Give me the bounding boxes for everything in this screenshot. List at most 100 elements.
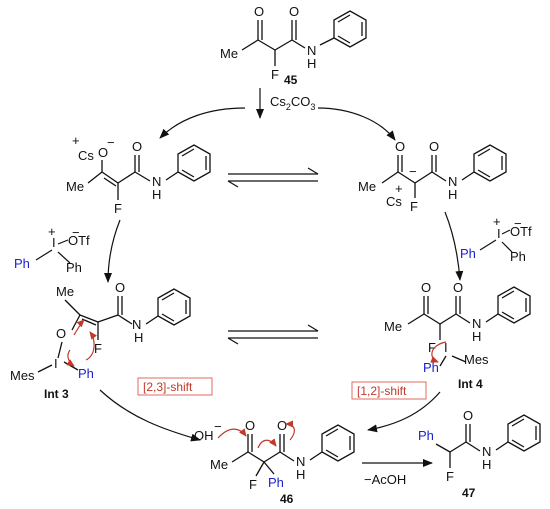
oxygen-atom: O xyxy=(115,280,125,295)
compound-45-atoms: O O Me F N H 45 xyxy=(220,4,316,87)
int4-curved-arrow xyxy=(430,341,447,363)
methyl-label: Me xyxy=(384,319,402,334)
cesium-label: Cs xyxy=(78,148,94,163)
oxygen-atom: O xyxy=(245,418,255,433)
enolate xyxy=(87,144,211,200)
oxygen-atom: O xyxy=(463,408,473,423)
minus-charge: − xyxy=(72,225,80,240)
compound-46 xyxy=(231,424,355,477)
intermediate-4 xyxy=(407,286,531,367)
fluorine-atom: F xyxy=(271,67,279,82)
arrow-carbanion-to-int4 xyxy=(444,211,464,281)
phenyl-label: Ph xyxy=(460,246,476,261)
compound-47 xyxy=(435,414,541,468)
oxygen-atom: O xyxy=(277,418,287,433)
arrow-to-enolate xyxy=(159,107,246,139)
phenyl-label: Ph xyxy=(268,475,284,490)
svg-text:[2,3]-shift: [2,3]-shift xyxy=(143,380,193,394)
plus-charge: + xyxy=(48,224,56,239)
triflate-label: OTf xyxy=(68,233,90,248)
fluorine-atom: F xyxy=(94,341,102,356)
compound-label-47: 47 xyxy=(462,486,476,500)
hydrogen-atom: H xyxy=(472,329,481,344)
oxygen-atom: O xyxy=(56,326,66,341)
int3-curved-arrows xyxy=(66,319,97,367)
nitrogen-atom: N xyxy=(307,43,316,58)
hydrogen-atom: H xyxy=(134,330,143,345)
fluorine-atom: F xyxy=(428,340,436,355)
svg-text:OH: OH xyxy=(194,428,214,443)
phenyl-label: Ph xyxy=(423,360,439,375)
arrow-enolate-to-int3 xyxy=(104,219,121,283)
phenyl-label: Ph xyxy=(510,249,526,264)
hydroxide: OH − xyxy=(194,419,222,443)
methyl-label: Me xyxy=(56,284,74,299)
compound-46-curved-arrows xyxy=(217,420,295,449)
oxygen-atom: O xyxy=(254,4,264,19)
nitrogen-atom: N xyxy=(448,174,457,189)
oxygen-atom: O xyxy=(421,280,431,295)
hydrogen-atom: H xyxy=(296,467,305,482)
iodine-atom: I xyxy=(444,340,448,355)
oxygen-atom: O xyxy=(98,145,108,160)
fluorine-atom: F xyxy=(410,199,418,214)
iodine-atom: I xyxy=(497,226,501,241)
fluorine-atom: F xyxy=(446,469,454,484)
compound-45 xyxy=(241,10,367,66)
oxygen-atom: O xyxy=(132,139,142,154)
plus-charge: + xyxy=(72,133,80,148)
methyl-label: Me xyxy=(66,179,84,194)
shift-label-right: [1,2]-shift xyxy=(351,381,427,400)
hydrogen-atom: H xyxy=(152,187,161,202)
phenyl-label: Ph xyxy=(14,256,30,271)
enolate-atoms: Cs + O − O Me F N H xyxy=(66,133,161,216)
equilibrium-arrow-top xyxy=(227,167,319,188)
hydrogen-atom: H xyxy=(482,457,491,472)
plus-charge: + xyxy=(395,181,403,196)
equilibrium-arrow-bottom xyxy=(227,324,319,345)
iodonium-reagent-right: Ph I + OTf − Ph xyxy=(460,214,532,264)
intermediate-3 xyxy=(37,288,191,373)
fluorine-atom: F xyxy=(114,201,122,216)
acoh-label: −AcOH xyxy=(364,472,406,487)
minus-charge: − xyxy=(409,164,417,179)
arrow-int3-to-46 xyxy=(99,389,201,442)
intermediate-4-atoms: O O Me F I Mes Ph N H Int 4 xyxy=(384,280,489,391)
iodine-atom: I xyxy=(54,356,58,371)
plus-charge: + xyxy=(493,214,501,229)
compound-label-int3: Int 3 xyxy=(44,387,69,401)
mesityl-label: Mes xyxy=(10,368,35,383)
phenyl-label: Ph xyxy=(418,428,434,443)
iodine-atom: I xyxy=(52,235,56,250)
phenyl-label: Ph xyxy=(78,366,94,381)
oxygen-atom: O xyxy=(289,4,299,19)
carbanion-atoms: O O Me Cs F N H − + xyxy=(358,139,457,214)
triflate-label: OTf xyxy=(510,224,532,239)
phenyl-label: Ph xyxy=(66,260,82,275)
iodonium-reagent-left: Ph I + OTf − Ph xyxy=(14,224,90,275)
oxygen-atom: O xyxy=(429,139,439,154)
arrow-to-carbanion xyxy=(317,107,396,141)
arrow-int4-to-46 xyxy=(367,391,441,433)
methyl-label: Me xyxy=(220,46,238,61)
minus-charge: − xyxy=(107,135,115,150)
compound-47-atoms: Ph O F N H 47 xyxy=(418,408,491,500)
svg-text:−: − xyxy=(214,419,222,434)
base-reagent: Cs2CO3 xyxy=(270,94,315,112)
compound-label-int4: Int 4 xyxy=(458,377,483,391)
oxygen-atom: O xyxy=(395,139,405,154)
hydrogen-atom: H xyxy=(307,56,316,71)
nitrogen-atom: N xyxy=(132,317,141,332)
cesium-label: Cs xyxy=(386,194,402,209)
hydrogen-atom: H xyxy=(448,187,457,202)
nitrogen-atom: N xyxy=(472,316,481,331)
carbanion xyxy=(381,144,507,198)
compound-46-atoms: O O Me F Ph N H 46 xyxy=(210,418,305,506)
shift-label-left: [2,3]-shift xyxy=(137,377,213,396)
compound-label-45: 45 xyxy=(284,73,298,87)
nitrogen-atom: N xyxy=(296,454,305,469)
nitrogen-atom: N xyxy=(482,444,491,459)
svg-text:[1,2]-shift: [1,2]-shift xyxy=(357,384,407,398)
